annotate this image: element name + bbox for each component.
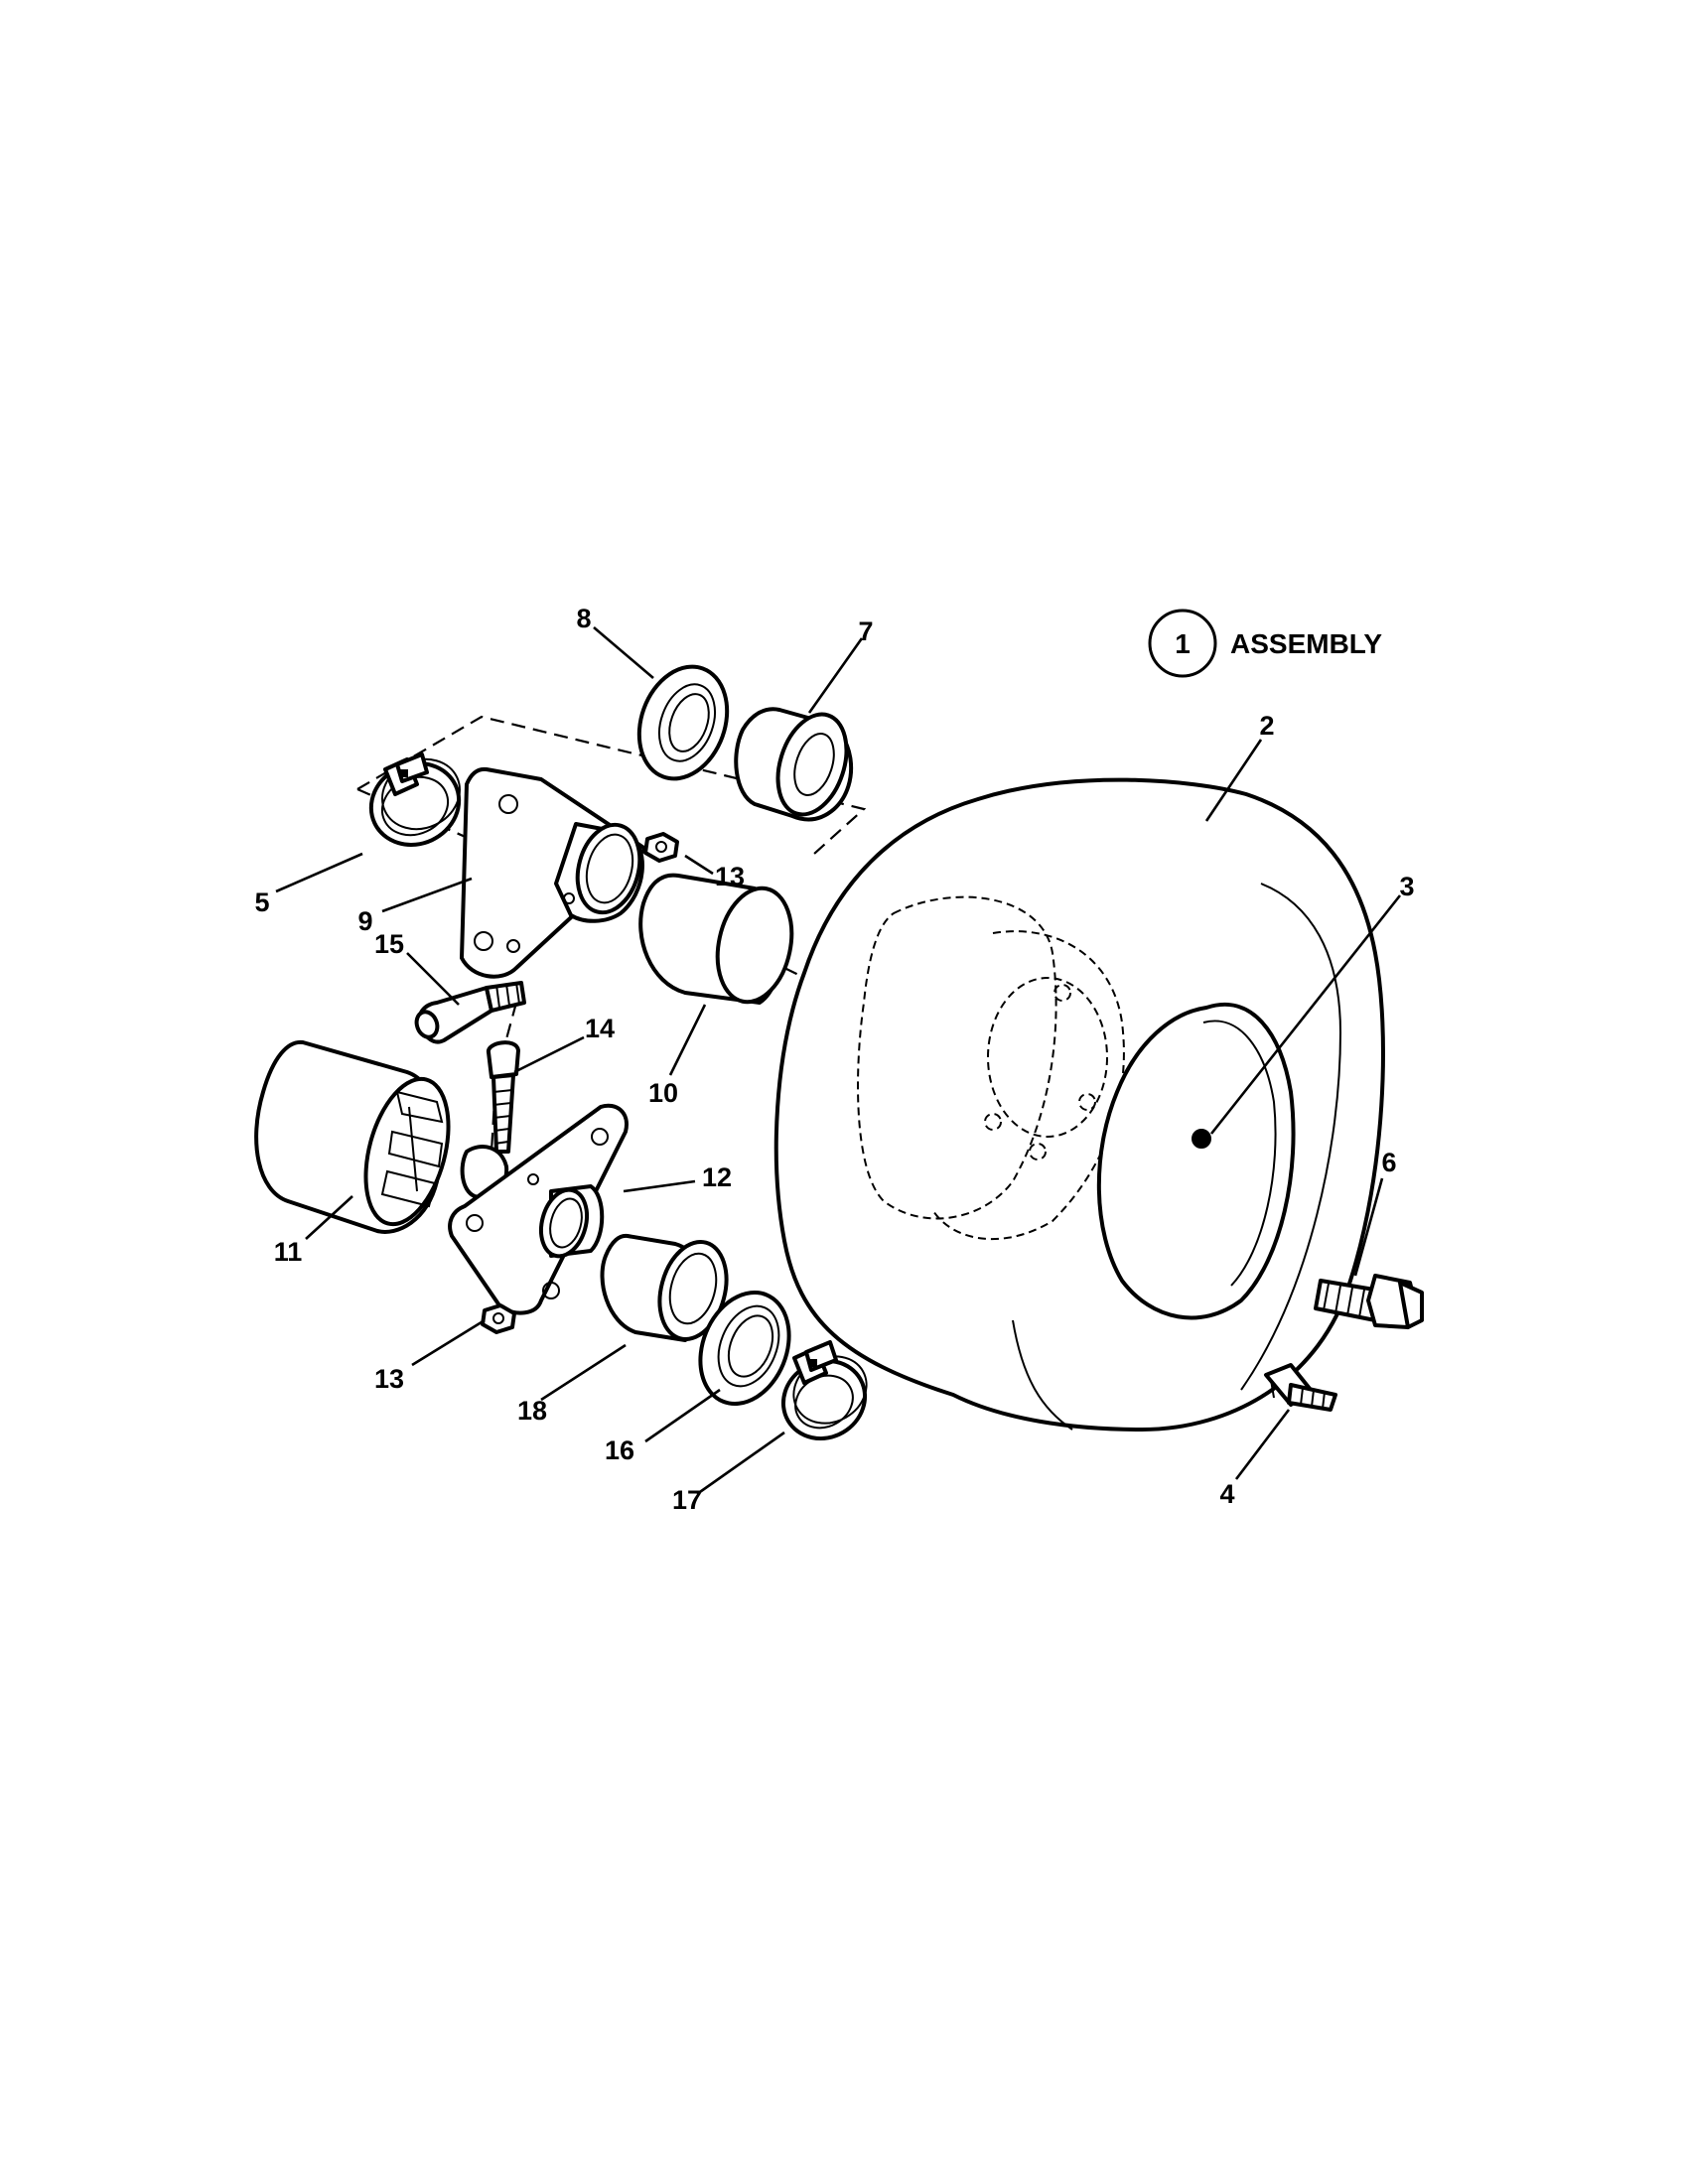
flange-plate-lower-part	[448, 1103, 629, 1315]
callout-11: 11	[274, 1237, 303, 1267]
hose-clamp-upper-part	[368, 752, 462, 847]
callout-14: 14	[585, 1014, 615, 1043]
callout-4: 4	[1219, 1479, 1234, 1509]
wheel-rim-part	[1096, 1002, 1296, 1320]
callout-2: 2	[1259, 711, 1274, 741]
callout-16: 16	[605, 1435, 634, 1465]
grease-fitting-part	[414, 981, 526, 1044]
callout-15: 15	[374, 929, 404, 959]
callout-18: 18	[517, 1396, 547, 1426]
assembly-number-circle	[1148, 609, 1217, 678]
nut-upper-part	[643, 832, 679, 863]
hub-cylinder-part	[254, 1039, 451, 1234]
hose-clamp-lower-part	[780, 1340, 868, 1441]
spacer-sleeve-part	[638, 873, 794, 1005]
nut-lower-part	[481, 1303, 516, 1334]
callout-7: 7	[858, 616, 873, 646]
assembly-title: ASSEMBLY	[1230, 628, 1382, 659]
callout-5: 5	[254, 887, 269, 917]
seal-washer-lower-part	[698, 1290, 791, 1407]
bushing-lower-part	[600, 1233, 729, 1342]
callout-9: 9	[357, 906, 372, 936]
callout-12: 12	[702, 1162, 732, 1192]
rim-center-dot	[1192, 1129, 1211, 1149]
callout-8: 8	[576, 604, 591, 633]
callout-17: 17	[672, 1485, 702, 1515]
assembly-label: 1 ASSEMBLY	[1148, 609, 1382, 678]
callout-13-lower: 13	[374, 1364, 404, 1394]
callout-3: 3	[1399, 872, 1414, 901]
valve-stem-part	[1264, 1363, 1337, 1412]
callout-numbers: 2 3 4 5 6 7 8 9 10 11 12 13 13 14 15 16 …	[254, 604, 1414, 1515]
callout-leaders	[275, 626, 1402, 1496]
callout-6: 6	[1381, 1148, 1396, 1177]
callout-10: 10	[648, 1078, 678, 1108]
assembly-number: 1	[1175, 628, 1191, 659]
flange-plate-upper-part	[460, 766, 647, 979]
bushing-upper-part	[734, 707, 854, 822]
flange-bolt-part	[1314, 1274, 1424, 1329]
callout-13-upper: 13	[715, 862, 745, 891]
seal-washer-upper-part	[636, 664, 730, 781]
